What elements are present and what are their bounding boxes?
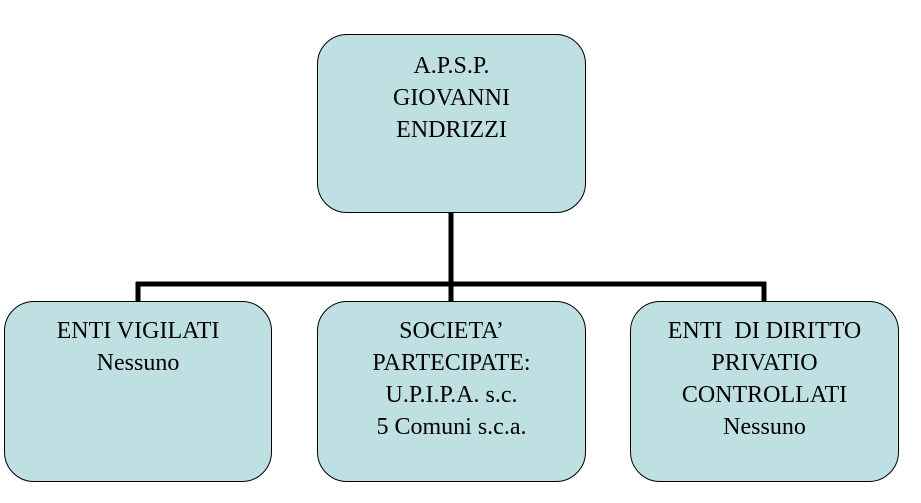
societa-title-line-1: SOCIETA’ <box>399 318 504 344</box>
societa-title-line-2: PARTECIPATE: <box>372 350 531 376</box>
enti-vigilati-value: Nessuno <box>96 350 180 376</box>
node-enti-diritto-privato: ENTI DI DIRITTO PRIVATIO CONTROLLATI Nes… <box>630 301 899 482</box>
node-enti-vigilati: ENTI VIGILATI Nessuno <box>4 301 272 482</box>
enti-privato-title-line-3: CONTROLLATI <box>681 382 848 408</box>
root-line-2: GIOVANNI <box>393 85 510 111</box>
enti-privato-title-line-2: PRIVATIO <box>711 350 818 376</box>
enti-vigilati-title: ENTI VIGILATI <box>56 318 220 344</box>
societa-item-5-comuni: 5 Comuni s.c.a. <box>376 414 527 440</box>
societa-item-upipa: U.P.I.P.A. s.c. <box>385 382 518 408</box>
root-node-apsp-giovanni-endrizzi: A.P.S.P. GIOVANNI ENDRIZZI <box>317 34 586 213</box>
root-line-1: A.P.S.P. <box>413 53 490 79</box>
enti-privato-title-line-1: ENTI DI DIRITTO <box>667 318 862 344</box>
enti-privato-value: Nessuno <box>723 414 806 440</box>
root-line-3: ENDRIZZI <box>396 117 507 143</box>
node-societa-partecipate: SOCIETA’ PARTECIPATE: U.P.I.P.A. s.c. 5 … <box>317 301 586 482</box>
